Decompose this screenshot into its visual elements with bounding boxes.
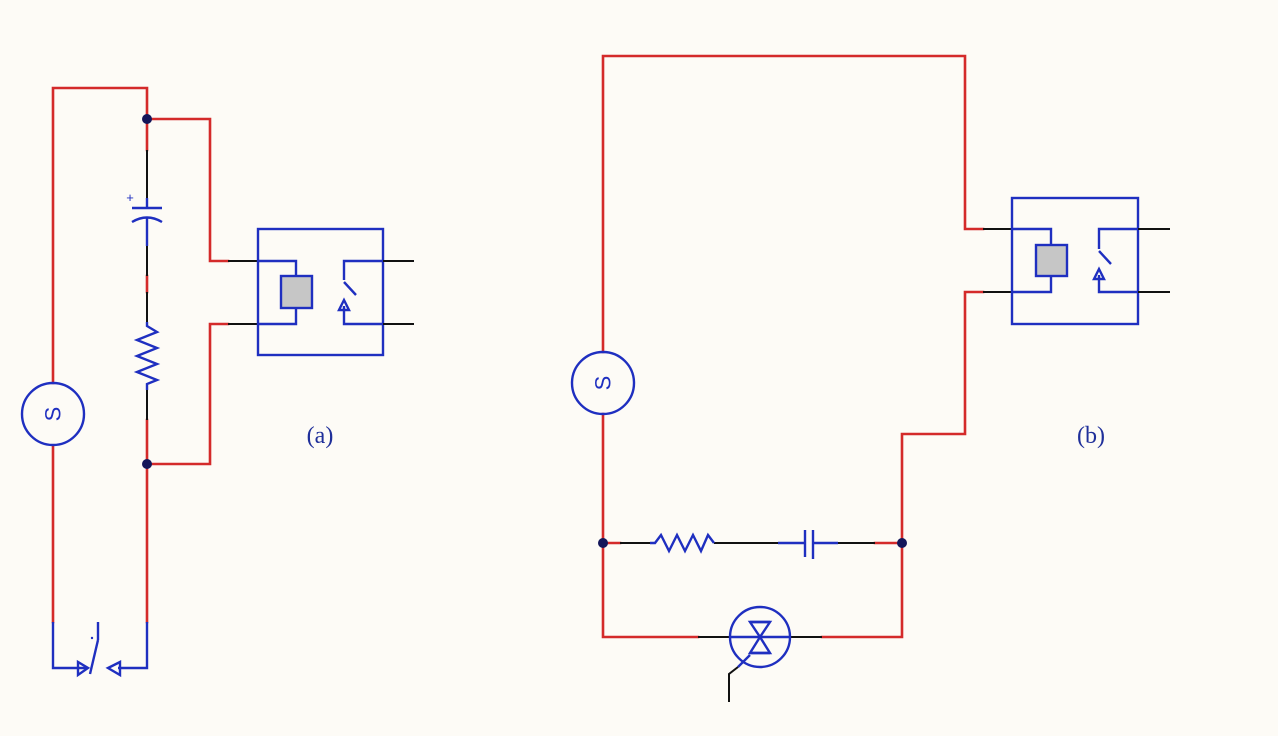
circuit-b-wires (601, 54, 1012, 639)
circuit-b-relay (1010, 196, 1170, 326)
circuit-a-wires (51, 86, 258, 624)
circuit-b: S (570, 54, 1170, 702)
circuit-a-source: S (20, 381, 86, 447)
circuit-b-source: S (570, 350, 636, 416)
circuit-a: S + (20, 86, 414, 678)
caption-a: (a) (307, 423, 334, 449)
circuit-a-resistor (133, 322, 161, 390)
caption-b: (b) (1077, 423, 1105, 449)
circuit-b-capacitor (778, 530, 838, 559)
capacitor-polarity-label: + (126, 190, 134, 205)
node-a-bottom (142, 459, 152, 469)
node-a-top (142, 114, 152, 124)
circuit-a-capacitor: + (126, 190, 163, 246)
circuit-a-relay (256, 227, 414, 357)
circuit-b-resistor (650, 532, 715, 554)
circuit-b-triac (728, 605, 792, 702)
source-label-a: S (41, 407, 66, 422)
circuit-a-switch (51, 622, 149, 678)
source-label-b: S (591, 376, 616, 391)
node-b-left (598, 538, 608, 548)
node-b-right (897, 538, 907, 548)
